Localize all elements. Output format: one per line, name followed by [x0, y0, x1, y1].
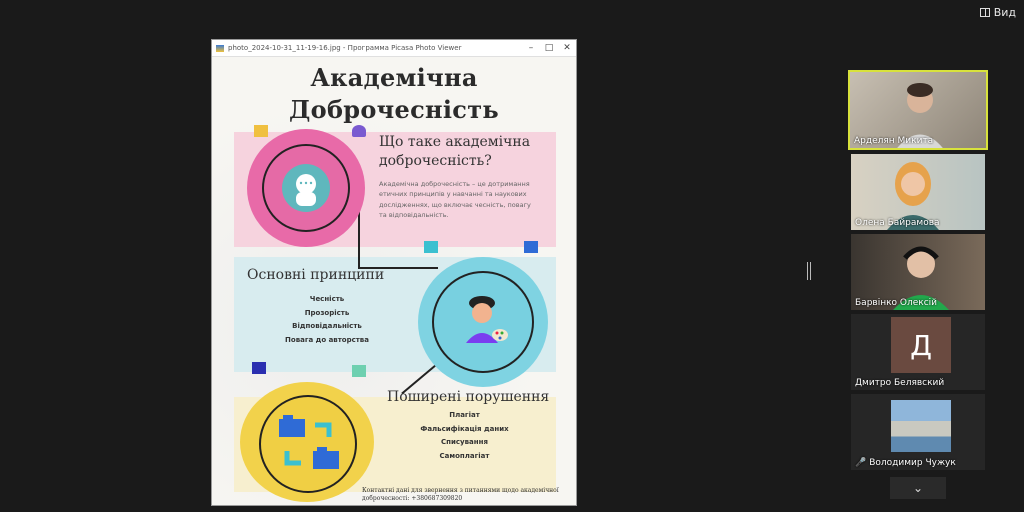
participant-tile[interactable]: Д Дмитро Белявский — [851, 314, 985, 390]
participant-name: Олена Байрамова — [855, 218, 940, 228]
participant-tile[interactable]: Барвінко Олексій — [851, 234, 985, 310]
participant-tile[interactable]: 🎤Володимир Чужук — [851, 394, 985, 470]
list-item: Відповідальність — [292, 322, 362, 331]
list-item: Списування — [441, 438, 488, 447]
swap-folders-icon — [279, 415, 339, 469]
poster-title-line2: Доброчесність — [289, 95, 499, 124]
list-item: Самоплагіат — [439, 451, 490, 460]
view-button[interactable]: Вид — [979, 6, 1016, 19]
flag-icon — [252, 362, 266, 374]
panel-resize-handle[interactable] — [807, 262, 811, 280]
shared-screen-window: photo_2024-10-31_11-19-16.jpg - Программ… — [211, 39, 577, 506]
viewer-title: photo_2024-10-31_11-19-16.jpg - Программ… — [228, 44, 462, 52]
minimize-button[interactable]: – — [528, 43, 534, 53]
scroll-down-button[interactable]: ⌄ — [890, 477, 946, 499]
connector-line — [358, 207, 360, 267]
artist-icon — [466, 296, 508, 343]
desk-icon — [424, 241, 438, 253]
contact-note: Контактні дані для звернення з питаннями… — [362, 487, 559, 503]
participant-tile[interactable]: Олена Байрамова — [851, 154, 985, 230]
connector-line — [358, 267, 438, 269]
mic-muted-icon: 🎤 — [855, 458, 867, 468]
participant-name: 🎤Володимир Чужук — [855, 458, 956, 468]
section1-heading-line1: Що таке академічна — [379, 134, 531, 150]
poster-title-line1: Академічна — [310, 63, 478, 92]
violations-list: Плагіат Фальсифікація даних Списування С… — [402, 409, 527, 464]
participant-video — [851, 234, 985, 310]
chevron-down-icon: ⌄ — [912, 481, 924, 495]
picasa-app-icon — [216, 44, 224, 52]
avatar: Д — [891, 317, 951, 373]
principles-list: Чесність Прозорість Відповідальність Пов… — [267, 293, 387, 348]
participant-video — [850, 72, 986, 148]
thinking-head-icon — [282, 164, 330, 212]
view-label: Вид — [993, 6, 1016, 19]
reader-icon — [352, 125, 366, 137]
maximize-button[interactable]: □ — [544, 43, 554, 53]
close-button[interactable]: ✕ — [563, 43, 571, 53]
document-icon — [524, 241, 538, 253]
list-item: Плагіат — [449, 411, 480, 419]
participant-name: Дмитро Белявский — [855, 378, 945, 388]
list-item: Прозорість — [304, 308, 350, 317]
section3-heading: Поширені порушення — [387, 389, 550, 405]
section1-heading-line2: доброчесність? — [379, 153, 492, 169]
viewer-titlebar: photo_2024-10-31_11-19-16.jpg - Программ… — [212, 40, 576, 57]
view-grid-icon — [979, 8, 990, 17]
participant-tile[interactable]: Арделян Микита — [848, 70, 988, 150]
poster-image: Академічна Доброчесність — [212, 57, 576, 505]
participant-avatar-image — [891, 400, 951, 452]
chat-icon — [352, 365, 366, 377]
list-item: Чесність — [309, 295, 345, 303]
section1-description: Академічна доброчесність – це дотримання… — [379, 180, 531, 220]
participant-video — [851, 154, 985, 230]
participant-name: Арделян Микита — [854, 136, 934, 146]
list-item: Повага до авторства — [285, 335, 369, 344]
section2-heading: Основні принципи — [247, 267, 385, 283]
list-item: Фальсифікація даних — [420, 424, 509, 433]
books-icon — [254, 125, 268, 137]
participant-name: Барвінко Олексій — [855, 298, 938, 308]
